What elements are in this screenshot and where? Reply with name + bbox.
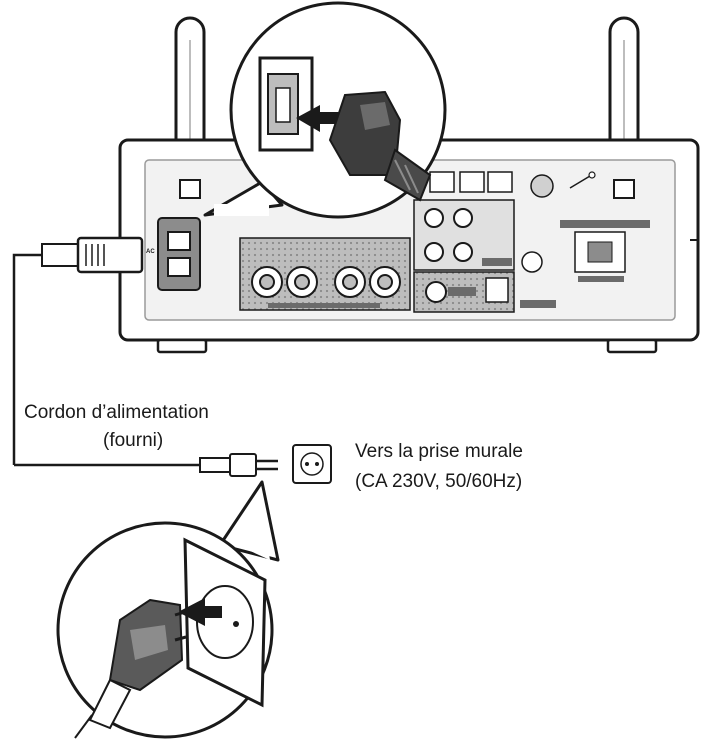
- input-block: [413, 171, 556, 313]
- wall-outlet-label: Vers la prise murale: [355, 441, 523, 462]
- ac-inlet: AC: [146, 217, 201, 291]
- wall-outlet: [292, 444, 332, 484]
- power-cord: [12, 236, 278, 477]
- wall-outlet-voltage-label: (CA 230V, 50/60Hz): [355, 471, 523, 492]
- plug-in-arrow-icon: [178, 598, 222, 626]
- network-block: [560, 171, 650, 282]
- power-cord-label: Cordon d’alimentation: [24, 402, 209, 423]
- power-cord-supplied-label: (fourni): [103, 430, 164, 451]
- outlet-zoom-callout: [56, 480, 280, 739]
- insert-arrow-icon: [296, 105, 342, 132]
- inlet-zoom-callout: [203, 1, 447, 219]
- speaker-terminals: [239, 237, 411, 311]
- ac-in-text: AC: [146, 249, 155, 255]
